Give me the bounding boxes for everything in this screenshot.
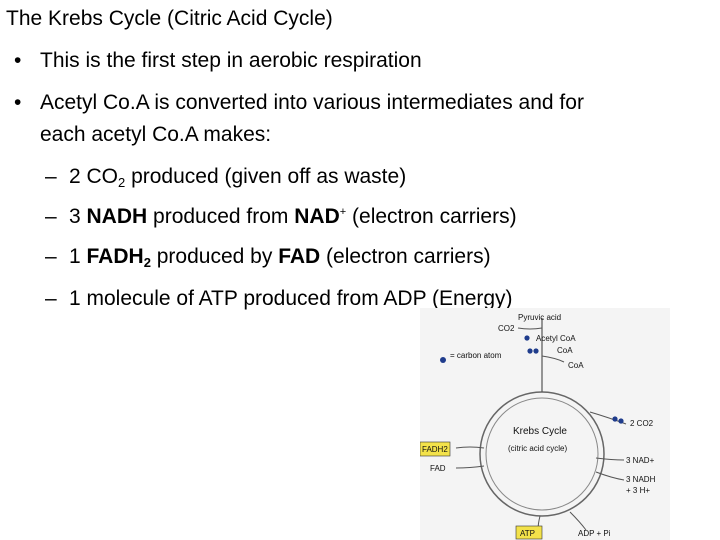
bullet-marker: •: [14, 91, 22, 114]
fadh2-arrow: [455, 446, 485, 449]
carbon-dot: [527, 348, 533, 354]
dash-marker: –: [45, 205, 57, 228]
cycle-subtitle: (citric acid cycle): [508, 444, 567, 453]
carbon-dot: [524, 335, 530, 341]
co2-right-arrow: [589, 411, 627, 425]
nad-arrow: [595, 457, 625, 461]
coa-out-arrow: [541, 355, 565, 363]
coa-label: CoA: [557, 346, 573, 355]
cycle-ring-inner: [485, 397, 599, 511]
krebs-cycle-diagram: Pyruvic acid CO2 Acetyl CoA CoA CoA = ca…: [420, 308, 670, 540]
nad-label: 3 NAD+: [626, 456, 655, 465]
fadh2-label: FADH2: [422, 445, 448, 454]
atp-label: ATP: [520, 529, 535, 538]
bullet-continuation: each acetyl Co.A makes:: [40, 123, 272, 146]
co2-top-label: CO2: [498, 324, 515, 333]
carbon-dot: [612, 416, 618, 422]
nadh-arrow: [595, 471, 625, 481]
carbon-legend-dot: [440, 357, 446, 363]
slide-title: The Krebs Cycle (Citric Acid Cycle): [6, 7, 333, 30]
bullet-item: • This is the first step in aerobic respi…: [14, 48, 422, 74]
subitem-co2: –2 CO2 produced (given off as waste): [45, 165, 407, 190]
nadh-label: 3 NADH: [626, 475, 656, 484]
fadh2-box: [420, 441, 451, 457]
carbon-dot: [533, 348, 539, 354]
bullet-text: This is the first step in aerobic respir…: [40, 49, 422, 72]
dash-marker: –: [45, 245, 57, 268]
fad-arrow: [455, 465, 485, 469]
atp-box: [515, 525, 543, 540]
dash-marker: –: [45, 287, 57, 310]
co2-right-label: 2 CO2: [630, 419, 654, 428]
adp-arrow: [569, 511, 587, 531]
adp-label: ADP + Pi: [578, 529, 611, 538]
h-plus-label: + 3 H+: [626, 486, 650, 495]
acetyl-coa-label: Acetyl CoA: [536, 334, 576, 343]
subitem-fadh: –1 FADH2 produced by FAD (electron carri…: [45, 245, 491, 270]
bullet-marker: •: [14, 49, 22, 72]
dash-marker: –: [45, 165, 57, 188]
fad-label: FAD: [430, 464, 446, 473]
carbon-legend-label: = carbon atom: [450, 351, 502, 360]
carbon-dot: [618, 418, 624, 424]
co2-top-arrow: [517, 327, 543, 330]
diagram-background: [420, 308, 670, 540]
cycle-title: Krebs Cycle: [513, 426, 567, 437]
pyruvic-acid-label: Pyruvic acid: [518, 313, 561, 322]
subitem-atp: –1 molecule of ATP produced from ADP (En…: [45, 287, 513, 310]
coa-label: CoA: [568, 361, 584, 370]
bullet-item: • Acetyl Co.A is converted into various i…: [14, 90, 584, 116]
subitem-nadh: –3 NADH produced from NAD+ (electron car…: [45, 205, 517, 228]
bullet-text: Acetyl Co.A is converted into various in…: [40, 91, 584, 114]
